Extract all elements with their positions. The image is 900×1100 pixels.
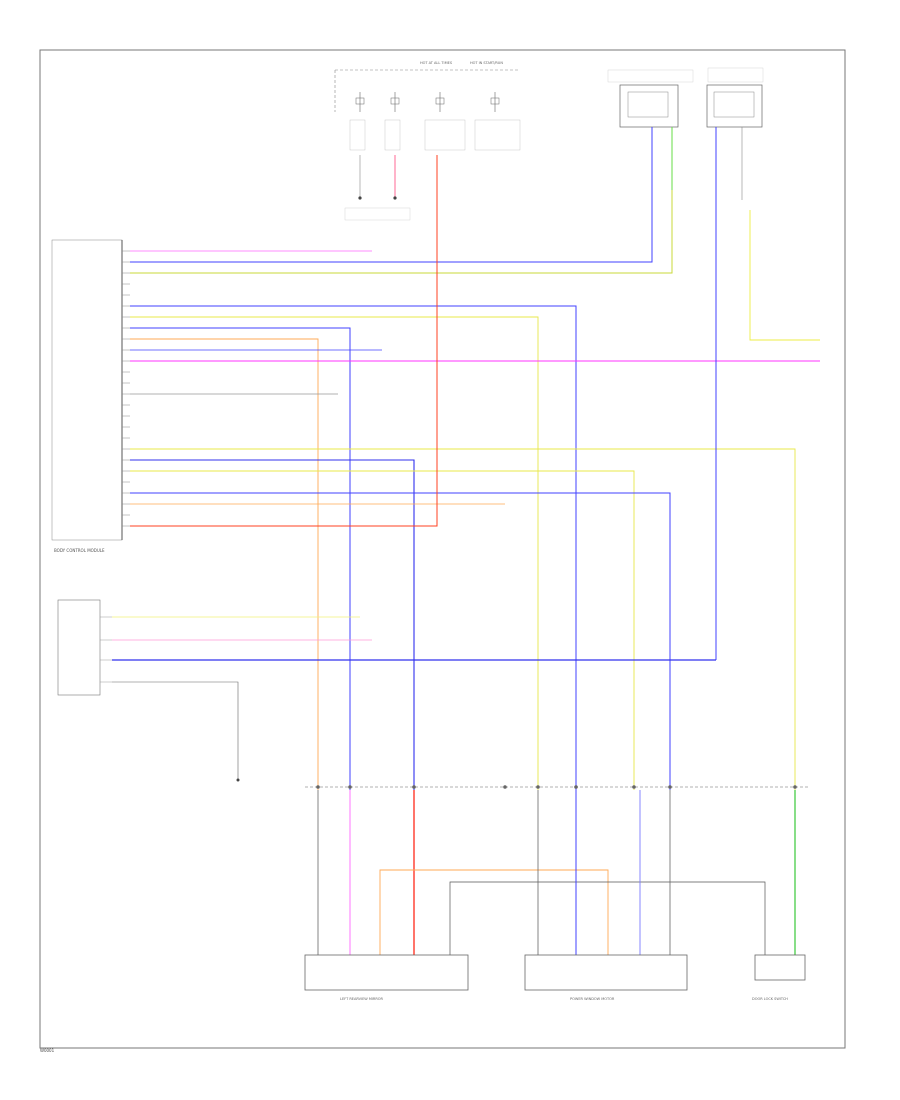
power-window-connector: POWER WINDOW MOTOR	[524, 954, 688, 1001]
bcm-label: BODY CONTROL MODULE	[54, 548, 105, 553]
power-window-label: POWER WINDOW MOTOR	[570, 997, 615, 1001]
wire-gray-lower-2	[449, 881, 766, 955]
left-mirror-connector: LEFT REARVIEW MIRROR	[304, 954, 469, 1001]
diagram-frame	[39, 49, 846, 1049]
fuse-3	[435, 92, 445, 112]
left-mirror-label: LEFT REARVIEW MIRROR	[340, 997, 384, 1001]
fuse-4	[490, 92, 500, 112]
body-control-module: BODY CONTROL MODULE	[51, 239, 123, 553]
wire-red-1	[130, 155, 438, 527]
connector-top-right	[706, 67, 764, 128]
hot-at-all-times-label: HOT AT ALL TIMES	[420, 61, 453, 65]
wire-blue-2	[130, 305, 577, 790]
wire-yellow-1	[130, 316, 539, 790]
wire-yellow-3	[130, 448, 796, 790]
left-component	[57, 599, 112, 696]
door-lock-connector: DOOR LOCK SWITCH	[752, 954, 806, 1001]
wire-gray-left	[112, 681, 239, 780]
fuse-1	[355, 92, 365, 112]
bcm-pins	[122, 250, 130, 527]
wire-blue-5	[130, 459, 415, 790]
wire-orange-lower	[379, 869, 609, 955]
fuse-2	[390, 92, 400, 112]
hot-in-start-run-label: HOT IN START/RUN	[470, 61, 503, 65]
wire-yellow-4	[130, 470, 635, 790]
wire-blue-1	[130, 127, 653, 263]
wire-blue-3	[130, 327, 351, 790]
wire-yellow-right	[749, 210, 820, 341]
fuse-block: HOT AT ALL TIMES HOT IN START/RUN	[334, 61, 521, 221]
wire-blue-6	[130, 492, 671, 790]
wire-orange-1	[130, 338, 319, 790]
door-lock-label: DOOR LOCK SWITCH	[752, 997, 788, 1001]
junction-dots	[316, 785, 797, 789]
footer-code: W0001	[40, 1048, 55, 1053]
connector-top-mid	[607, 69, 694, 128]
